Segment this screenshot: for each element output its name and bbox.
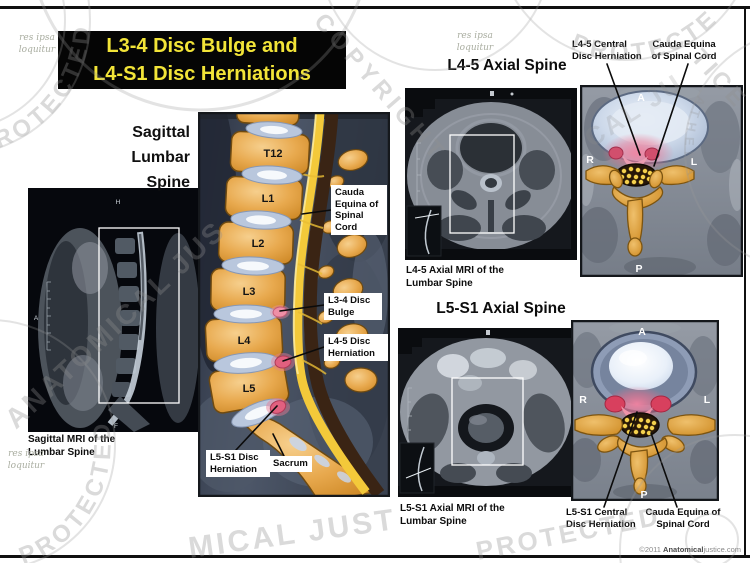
orientation-posterior: P bbox=[640, 489, 647, 501]
axial-thecal-sac bbox=[620, 412, 660, 438]
mri-marker-inferior: F bbox=[114, 423, 118, 430]
copyright-domain: justice.com bbox=[703, 545, 741, 554]
l5s1-section-heading: L5-S1 Axial Spine bbox=[436, 300, 566, 317]
mri-source-rectangle bbox=[451, 377, 524, 466]
orientation-right: R bbox=[579, 394, 587, 406]
l45-section-heading: L4-5 Axial Spine bbox=[447, 57, 567, 74]
axial-orientation-letters: A R L P bbox=[586, 92, 698, 275]
callout-cauda-equina: Cauda Equina of Spinal Cord bbox=[331, 185, 387, 236]
l45-axial-mri-image bbox=[405, 88, 577, 260]
axial-thecal-sac bbox=[615, 163, 657, 187]
orientation-left: L bbox=[704, 394, 711, 406]
sagittal-mri-image: H A F bbox=[28, 188, 205, 432]
callout-sacrum: Sacrum bbox=[269, 456, 312, 472]
label-l5: L5 bbox=[243, 383, 256, 395]
l45-mri-caption: L4-5 Axial MRI of the Lumbar Spine bbox=[406, 265, 504, 289]
copyright-brand: Anatomical bbox=[663, 545, 704, 554]
axial-posterior-elements bbox=[585, 165, 695, 257]
orientation-right: R bbox=[586, 154, 594, 166]
frame-top-line bbox=[0, 6, 750, 9]
l45-cauda-label: Cauda Equina of Spinal Cord bbox=[651, 39, 717, 63]
title-line-1: L3-4 Disc Bulge and bbox=[106, 35, 298, 57]
mri-source-rectangle bbox=[98, 227, 180, 404]
l45-axial-illustration: A R L P bbox=[580, 85, 743, 277]
sagittal-mri-ruler bbox=[46, 281, 51, 351]
sagittal-mri-caption: Sagittal MRI of the Lumbar Spine bbox=[28, 434, 116, 458]
l5s1-mri-caption: L5-S1 Axial MRI of the Lumbar Spine bbox=[400, 503, 505, 527]
l45-mri-sagittal-locator bbox=[406, 205, 442, 257]
l45-herniation-label: L4-5 Central Disc Herniation bbox=[572, 39, 642, 63]
l5s1-axial-illustration: A R L P bbox=[571, 320, 719, 501]
label-l3: L3 bbox=[243, 286, 256, 298]
mri-source-rectangle bbox=[449, 134, 515, 234]
mri-marker-anterior: A bbox=[34, 315, 39, 322]
callout-l34-disc-bulge: L3-4 Disc Bulge bbox=[324, 293, 382, 321]
watermark-res-ipsa: res ipsa loquitur bbox=[456, 31, 494, 53]
callout-l45-disc-herniation: L4-5 Disc Herniation bbox=[324, 334, 388, 362]
title-line-2: L4-S1 Disc Herniations bbox=[93, 62, 311, 85]
illustration-border bbox=[571, 320, 719, 501]
sagittal-section-heading: Sagittal Lumbar Spine bbox=[131, 124, 190, 191]
l5s1-mri-sagittal-locator bbox=[399, 442, 435, 494]
label-l4: L4 bbox=[238, 335, 252, 347]
callout-l5s1-disc-herniation: L5-S1 Disc Herniation bbox=[206, 450, 270, 478]
axial-orientation-letters: A R L P bbox=[579, 326, 711, 501]
sagittal-mri-anatomy bbox=[38, 228, 200, 432]
watermark-res-ipsa: res ipsa loquitur bbox=[18, 33, 56, 55]
label-l1: L1 bbox=[262, 193, 275, 205]
orientation-anterior: A bbox=[638, 326, 646, 338]
l5s1-axial-mri-image bbox=[398, 328, 575, 497]
copyright-credit: ©2011 Anatomicaljustice.com bbox=[639, 545, 741, 554]
watermark-seal-circle bbox=[0, 0, 66, 122]
frame-bottom-line bbox=[0, 555, 750, 558]
illustration-border bbox=[198, 112, 390, 497]
mri-marker-superior: H bbox=[116, 199, 121, 206]
orientation-posterior: P bbox=[635, 263, 642, 275]
exhibit-title: L3-4 Disc Bulge and L4-S1 Disc Herniatio… bbox=[58, 31, 346, 89]
copyright-year: ©2011 bbox=[639, 545, 664, 554]
l5s1-herniation-label: L5-S1 Central Disc Herniation bbox=[566, 507, 636, 531]
orientation-anterior: A bbox=[637, 92, 645, 104]
orientation-left: L bbox=[691, 156, 698, 168]
frame-right-line bbox=[744, 6, 746, 557]
intervertebral-discs bbox=[213, 121, 303, 428]
label-l2: L2 bbox=[252, 238, 265, 250]
spinal-canal-and-cauda-equina bbox=[292, 112, 385, 497]
vertebra-level-labels: T12 L1 L2 L3 L4 L5 bbox=[238, 148, 283, 395]
watermark-mical-text: MICAL JUST bbox=[186, 503, 398, 563]
label-t12: T12 bbox=[264, 148, 283, 160]
l5s1-cauda-label: Cauda Equina of Spinal Cord bbox=[645, 507, 721, 531]
l5s1-mri-anatomy bbox=[398, 328, 575, 497]
